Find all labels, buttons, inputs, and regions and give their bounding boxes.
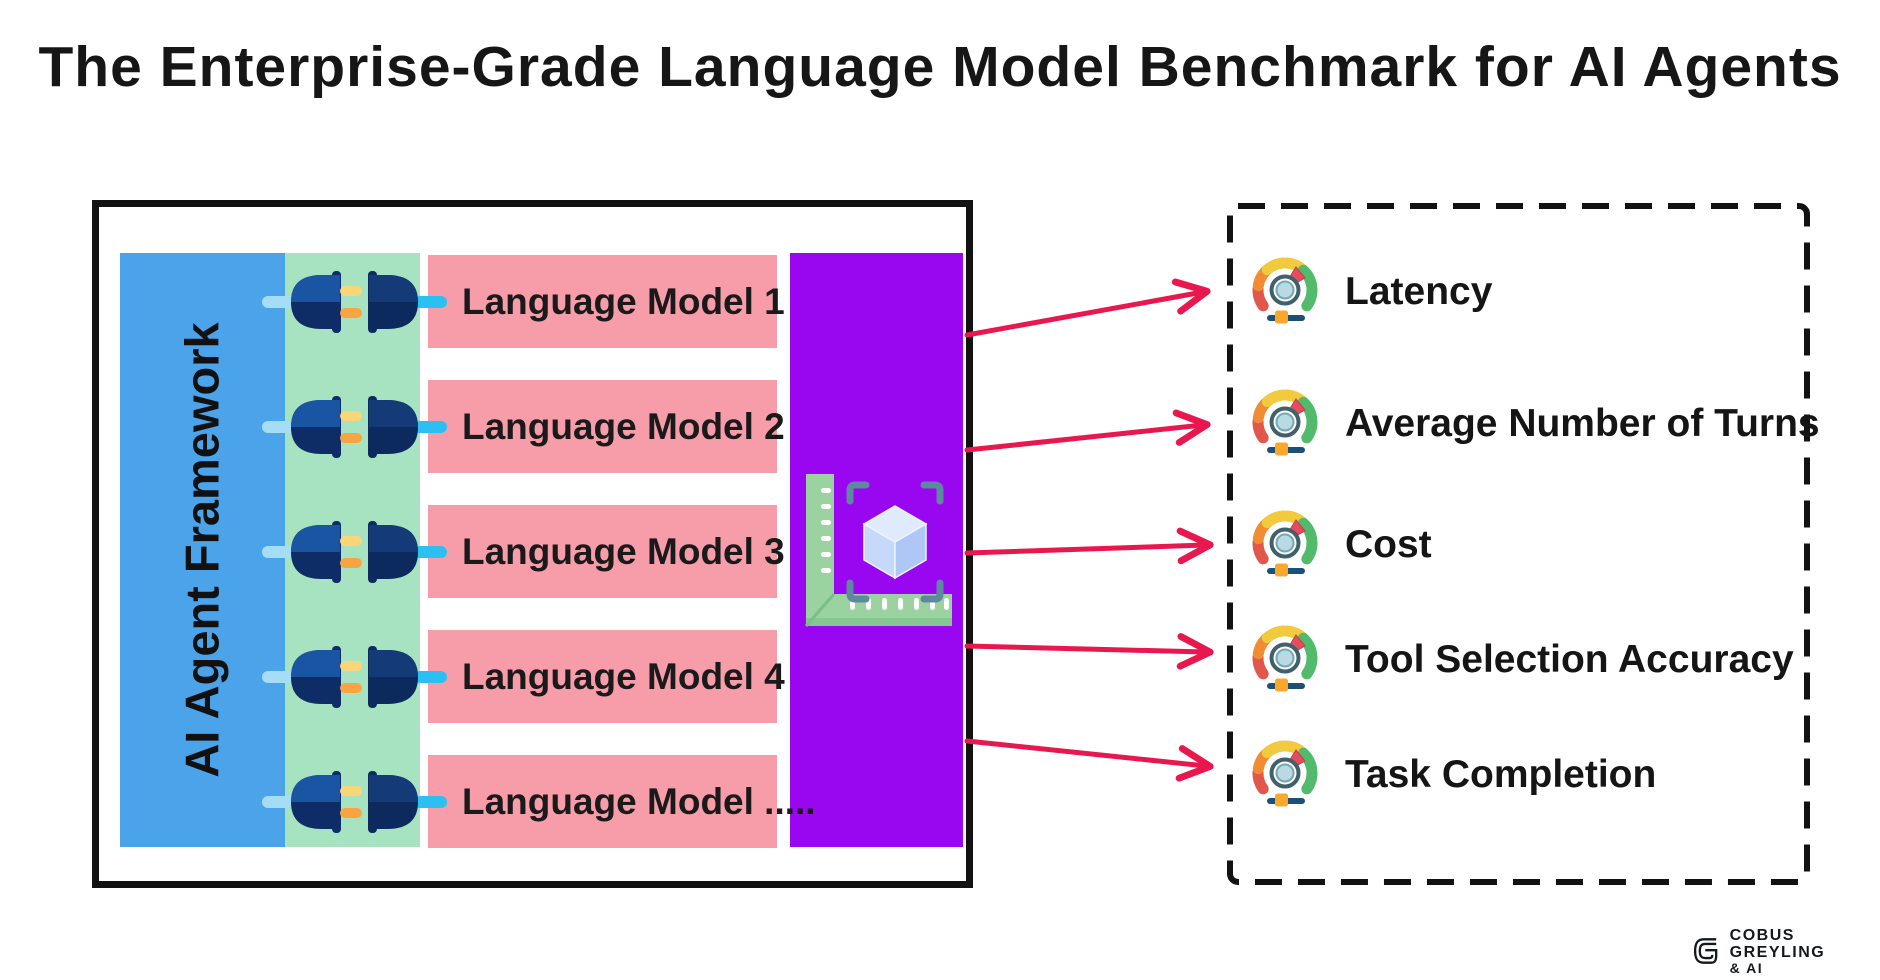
framework-sidebar: [120, 253, 285, 847]
metric-label-average-turns: Average Number of Turns: [1345, 402, 1820, 445]
page-title: The Enterprise-Grade Language Model Benc…: [38, 35, 1842, 99]
metric-label-latency: Latency: [1345, 270, 1493, 313]
plug-connection-icon: [262, 646, 447, 708]
model-label: Language Model 2: [462, 405, 785, 447]
model-row: Language Model 2: [428, 380, 785, 473]
arrow-latency: [964, 278, 1211, 338]
model-label: Language Model 4: [462, 655, 785, 697]
gauge-icon: [1245, 735, 1325, 815]
plug-connection-icon: [262, 396, 447, 458]
metric-arrows: [964, 278, 1214, 782]
gauge-icon: [1245, 252, 1325, 332]
arrow-task-completion: [964, 738, 1214, 782]
plug-connection-icon: [262, 521, 447, 583]
metric-label-cost: Cost: [1345, 523, 1432, 566]
model-row: Language Model .....: [428, 755, 816, 848]
benchmark-ruler-cube-icon: [804, 474, 952, 627]
framework-label: AI Agent Framework: [175, 322, 229, 778]
gauge-icon: [1245, 384, 1325, 464]
model-label: Language Model .....: [462, 780, 816, 822]
model-row: Language Model 4: [428, 630, 785, 723]
brand-logo: COBUS GREYLING & AI: [1692, 926, 1867, 976]
model-label: Language Model 3: [462, 530, 785, 572]
model-label: Language Model 1: [462, 280, 785, 322]
plug-connection-icon: [262, 271, 447, 333]
arrow-average-turns: [964, 409, 1211, 453]
brand-name: COBUS GREYLING: [1729, 926, 1826, 961]
metric-label-task-completion: Task Completion: [1345, 753, 1657, 796]
gauge-icon: [1245, 620, 1325, 700]
gauge-icon: [1245, 505, 1325, 585]
brand-sub: & AI: [1729, 959, 1764, 976]
model-row: Language Model 1: [428, 255, 785, 348]
plug-connection-icon: [262, 771, 447, 833]
model-row: Language Model 3: [428, 505, 785, 598]
arrow-cost: [964, 527, 1214, 565]
cobus-greyling-g-icon: [1693, 938, 1718, 964]
metric-label-tool-selection: Tool Selection Accuracy: [1345, 638, 1794, 681]
arrow-tool-selection: [964, 633, 1214, 670]
metrics-panel: [1227, 203, 1810, 885]
